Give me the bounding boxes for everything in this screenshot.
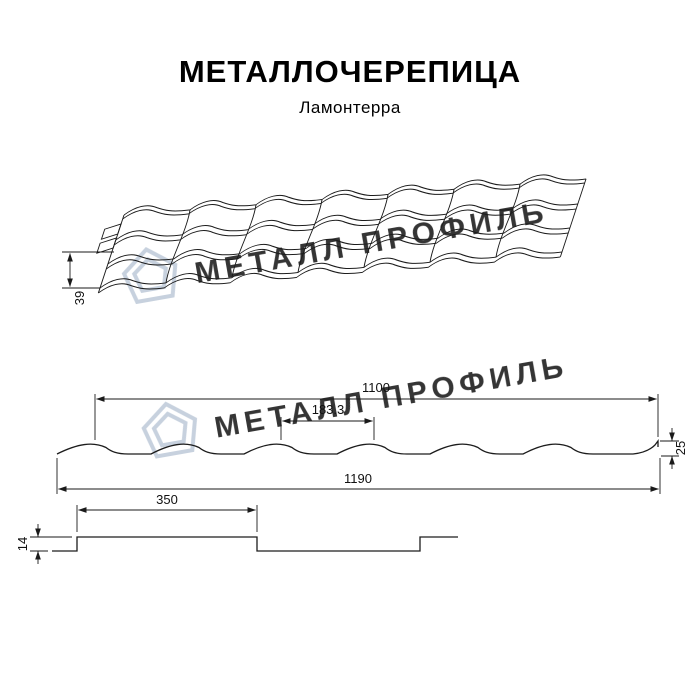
profile-curve (56, 439, 659, 455)
cross-section-dimensions: 1100 183.3 25 1190 (56, 380, 688, 494)
dimension-39: 39 (62, 251, 114, 305)
page-subtitle: Ламонтерра (299, 98, 401, 117)
metall-profil-logo-icon (138, 397, 203, 460)
dim-350-label: 350 (156, 492, 178, 507)
dim-25-label: 25 (673, 441, 688, 455)
step-profile-dimensions: 350 14 (15, 492, 258, 564)
dim-183-label: 183.3 (312, 402, 345, 417)
dim-39-label: 39 (72, 291, 87, 305)
mounting-step-detail (96, 223, 122, 254)
perspective-drawing (96, 170, 590, 294)
sheet-right-edge (559, 178, 587, 258)
dim-1100-label: 1100 (362, 380, 390, 395)
dim-14-label: 14 (15, 537, 30, 551)
watermark: МЕТАЛЛ ПРОФИЛЬ МЕТАЛЛ ПРОФИЛЬ (118, 195, 571, 460)
page-title: МЕТАЛЛОЧЕРЕПИЦА (178, 54, 522, 89)
dim-1190-label: 1190 (344, 471, 372, 486)
metall-profil-logo-icon (118, 242, 183, 306)
step-profile-line (52, 536, 458, 552)
step-profile-drawing (52, 536, 458, 552)
watermark-text: МЕТАЛЛ ПРОФИЛЬ (212, 350, 570, 445)
cross-section-drawing (56, 439, 659, 455)
